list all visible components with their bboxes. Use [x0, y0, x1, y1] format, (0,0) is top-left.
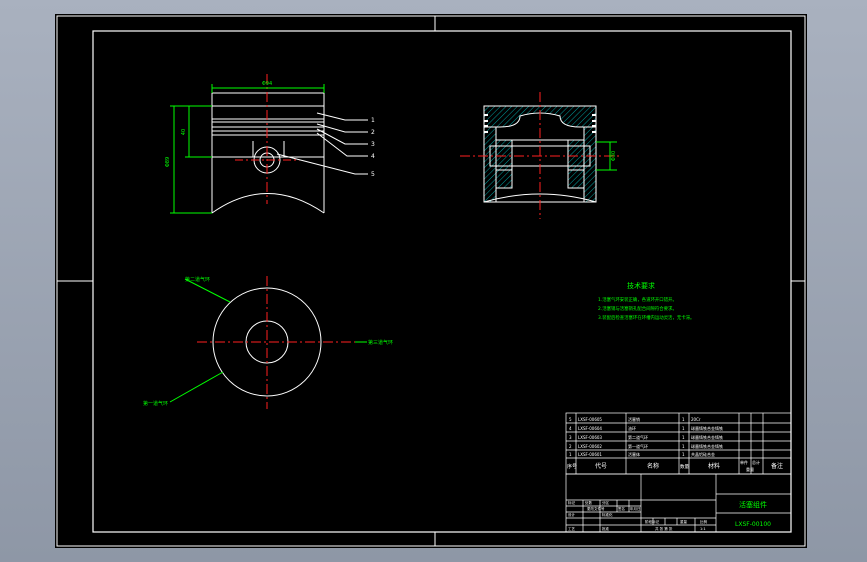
bom-row-5-code: LXSF-00605 — [578, 417, 602, 422]
bom-row-1-name: 活塞体 — [628, 451, 640, 457]
piston-front-view: Φ94 Φ89 40 1 2 3 4 5 — [165, 74, 375, 214]
bom-row-4-name: 油环 — [628, 425, 636, 431]
bom-row-4-mat: 球墨铸铁合金铸铁 — [691, 425, 723, 431]
top-view-outer — [212, 287, 322, 397]
tb-mark: 标记 — [568, 500, 576, 505]
bom-row-5-name: 活塞销 — [628, 416, 640, 422]
label-second-ring: 第二道气环 — [185, 276, 210, 283]
bom-header-total-weight: 总计 — [752, 459, 760, 465]
bom-row-2-code: LXSF-00602 — [578, 444, 602, 449]
bom-row-4-code: LXSF-00604 — [578, 426, 602, 431]
technical-requirements: 技术要求 1.活塞气环安装正确，各道环开口错开。 2.活塞销与活塞销孔配合间隙符… — [598, 281, 694, 321]
bom-header-weight: 重量 — [746, 466, 754, 472]
bom-row-1-mat: 共晶铝硅合金 — [691, 451, 715, 457]
bom-row-1-qty: 1 — [682, 452, 685, 457]
section-crown — [483, 105, 597, 128]
bom-header-no: 序号 — [567, 463, 577, 470]
bom-header-code: 代号 — [595, 462, 607, 470]
label-third-ring: 第三道气环 — [368, 339, 393, 346]
bom-row-1-no: 1 — [569, 452, 572, 457]
tb-approve: 批准 — [602, 526, 610, 531]
drawing-sheet[interactable]: Φ94 Φ89 40 1 2 3 4 5 — [55, 14, 807, 548]
tb-process: 工艺 — [568, 526, 576, 531]
bom-row-2-name: 第一道气环 — [628, 443, 648, 449]
bom-row-2-no: 2 — [569, 444, 572, 449]
bom-header-remark: 备注 — [771, 462, 783, 470]
tb-standardize: 标准化 — [602, 512, 613, 517]
callout-4: 4 — [371, 153, 375, 160]
tech-req-item-2: 2.活塞销与活塞销孔配合间隙符合要求。 — [598, 305, 677, 312]
bom-row-5-mat: 20Cr — [691, 417, 701, 422]
bom-header-mat: 材料 — [708, 462, 720, 470]
bom-row-4-no: 4 — [569, 426, 572, 431]
bom-row-3-name: 第二道气环 — [628, 434, 648, 440]
tech-req-title: 技术要求 — [627, 281, 655, 290]
bom-row-3-mat: 球墨铸铁合金铸铁 — [691, 434, 723, 440]
dim-section-pin: Φ30 — [611, 151, 617, 161]
bom-row-4-qty: 1 — [682, 426, 685, 431]
bom-row-2-mat: 球墨铸铁合金铸铁 — [691, 443, 723, 449]
bom-row-3-code: LXSF-00603 — [578, 435, 602, 440]
callout-2: 2 — [371, 129, 375, 136]
tb-sign: 签名 — [618, 506, 625, 511]
drawing-title: 活塞组件 — [739, 500, 767, 509]
bom-row-3-no: 3 — [569, 435, 572, 440]
bom-row-2-qty: 1 — [682, 444, 685, 449]
piston-top-view: 第二道气环 第三道气环 第一道气环 — [143, 276, 393, 409]
tb-count: 处数 — [585, 500, 593, 505]
skirt-cutout — [211, 193, 325, 214]
label-first-ring: 第一道气环 — [143, 400, 168, 407]
bom-row-5-no: 5 — [569, 417, 572, 422]
tb-date: 年月日 — [630, 506, 641, 511]
dim-top-width: Φ94 — [262, 81, 272, 87]
tech-req-item-3: 3.装配后检查活塞环在环槽内运动灵活，无卡滞。 — [598, 314, 694, 321]
bom-row-1-code: LXSF-00601 — [578, 452, 602, 457]
callout-3: 3 — [371, 141, 375, 148]
bom-header-unit-weight: 单件 — [740, 459, 748, 465]
dim-left-height: Φ89 — [165, 157, 171, 167]
bom-rows: 5 LXSF-00605 活塞销 1 20Cr 4 LXSF-00604 油环 … — [567, 416, 783, 472]
tb-zone: 分区 — [602, 500, 610, 505]
tb-scale-label: 比例 — [700, 519, 708, 524]
bom-row-5-qty: 1 — [682, 417, 685, 422]
dim-left-small: 40 — [181, 129, 187, 135]
piston-skirt — [211, 122, 325, 213]
bom-row-3-qty: 1 — [682, 435, 685, 440]
bom-header-name: 名称 — [647, 462, 659, 470]
callout-5: 5 — [371, 171, 375, 178]
tb-change-no: 更改文件号 — [587, 506, 605, 511]
drawing-number: LXSF-00100 — [735, 521, 771, 528]
tb-designer: 设计 — [568, 512, 576, 517]
bom-header-qty: 数量 — [680, 463, 689, 470]
tech-req-item-1: 1.活塞气环安装正确，各道环开口错开。 — [598, 296, 677, 303]
drawing-canvas: Φ94 Φ89 40 1 2 3 4 5 — [56, 15, 806, 547]
tb-stage: 阶段标记 — [645, 519, 659, 524]
tb-sheet: 共 张 第 张 — [655, 526, 673, 531]
title-block-text: 活塞组件 LXSF-00100 标记 处数 分区 更改文件号 签名 年月日 设计… — [568, 500, 771, 531]
callout-1: 1 — [371, 117, 375, 124]
bom-table — [565, 412, 792, 475]
title-block — [565, 473, 792, 533]
trim-border — [56, 15, 806, 547]
tb-scale: 1:1 — [700, 527, 706, 531]
tb-weight: 重量 — [680, 519, 688, 524]
piston-section-view: Φ30 — [460, 92, 620, 219]
